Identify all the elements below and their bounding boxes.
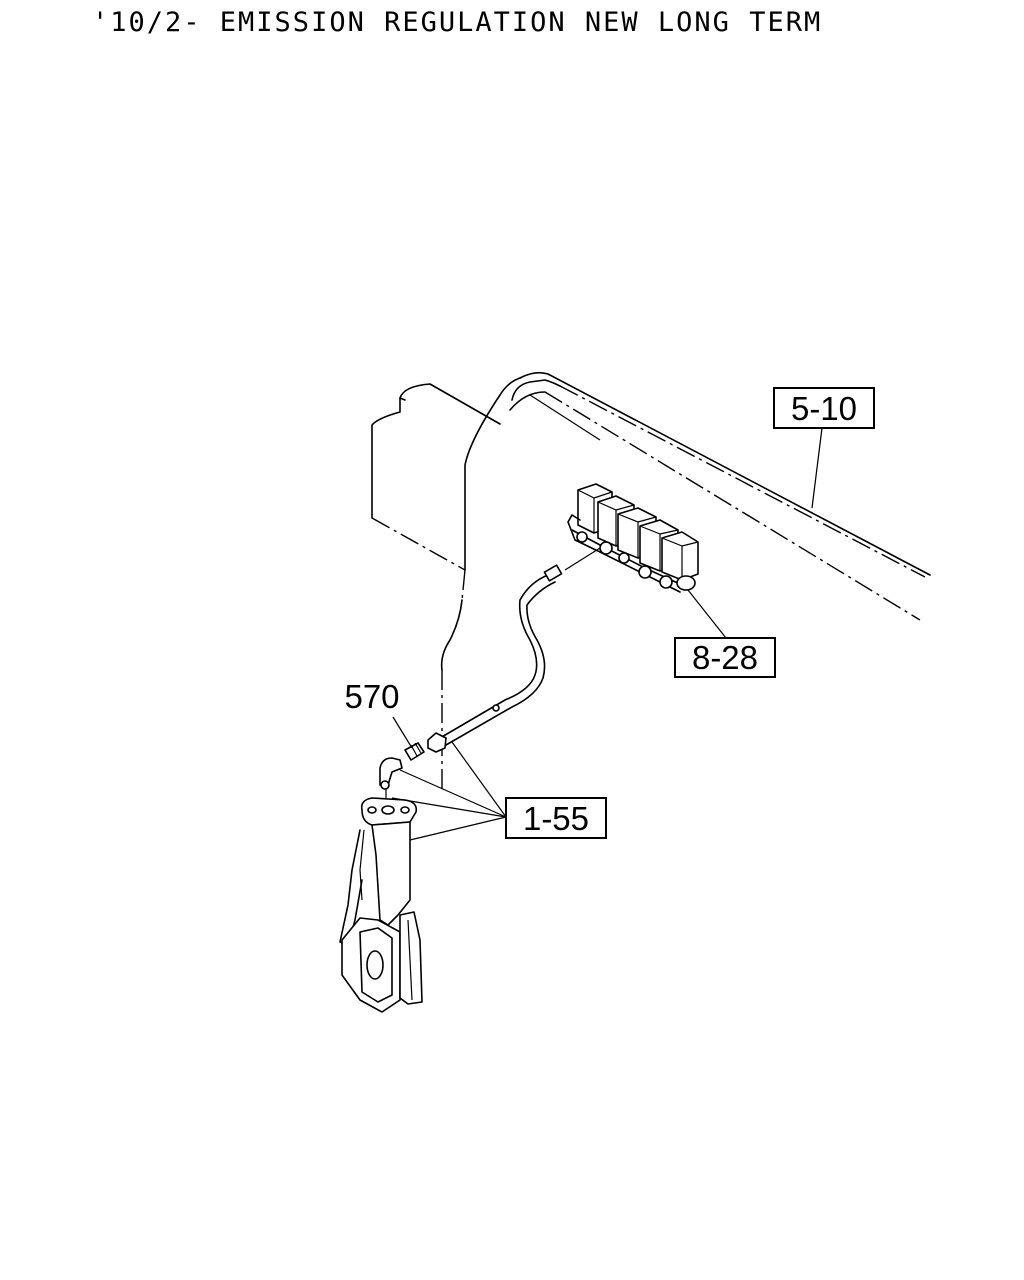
callout-1-55-label: 1-55 bbox=[523, 800, 589, 837]
callout-1-55: 1-55 bbox=[505, 797, 607, 839]
callout-570: 570 bbox=[344, 678, 399, 715]
callout-570-label: 570 bbox=[344, 678, 399, 715]
leader-lines bbox=[391, 427, 823, 841]
callout-8-28: 8-28 bbox=[674, 637, 776, 678]
fitting-570 bbox=[404, 742, 425, 761]
injector-module bbox=[567, 483, 699, 593]
engine-block-outline bbox=[371, 371, 931, 790]
pipe-assembly bbox=[427, 547, 601, 753]
callout-8-28-label: 8-28 bbox=[692, 639, 758, 676]
bracket-assembly bbox=[339, 757, 423, 1013]
callout-5-10: 5-10 bbox=[773, 387, 875, 429]
callout-5-10-label: 5-10 bbox=[791, 390, 857, 427]
diagram-title: '10/2- EMISSION REGULATION NEW LONG TERM bbox=[92, 7, 822, 38]
